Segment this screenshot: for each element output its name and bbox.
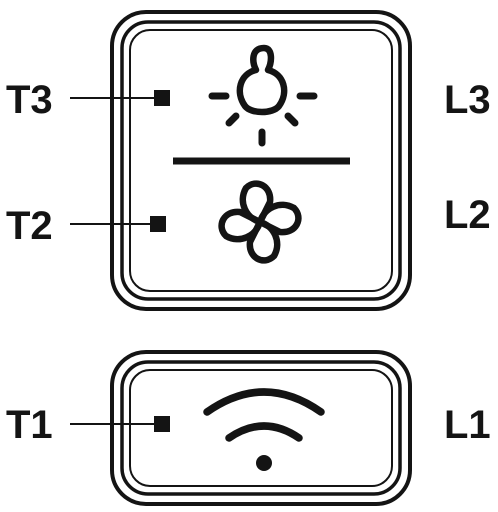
t3-marker: [154, 90, 170, 106]
terminal-label-t1: T1: [6, 403, 53, 447]
wifi-icon: [203, 388, 325, 471]
terminal-label-t2: T2: [6, 204, 53, 248]
bottom-panel-face: [129, 369, 393, 487]
top-touch-panel: [110, 10, 412, 311]
light-bulb-icon: [208, 44, 318, 147]
t1-marker: [154, 416, 170, 432]
terminal-markers: [70, 90, 170, 432]
terminal-label-t3: T3: [6, 78, 53, 122]
led-label-l1: L1: [444, 403, 491, 447]
bottom-touch-panel: [110, 350, 412, 506]
top-panel-outer-frame: [110, 10, 412, 311]
fan-icon: [218, 180, 302, 264]
led-label-l3: L3: [444, 78, 491, 122]
bottom-panel-outer-frame: [110, 350, 412, 506]
led-label-l2: L2: [444, 193, 491, 237]
top-panel-inner-frame: [120, 20, 402, 301]
t2-marker: [150, 216, 166, 232]
top-panel-face: [129, 29, 393, 292]
bottom-panel-inner-frame: [120, 360, 402, 496]
